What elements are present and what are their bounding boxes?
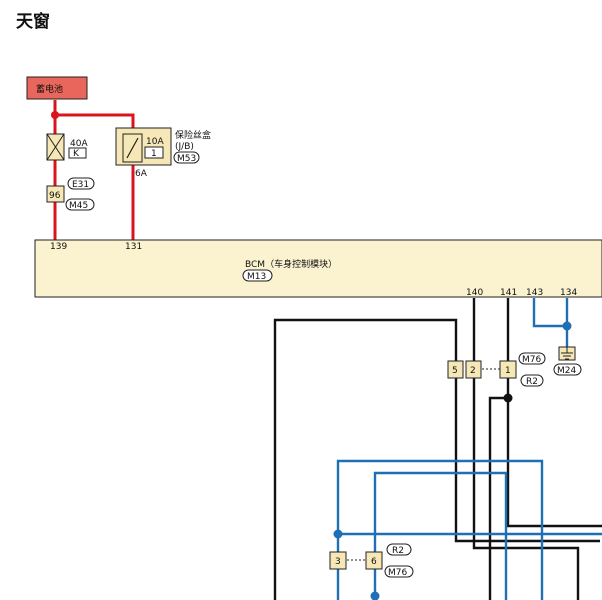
black-junction-dot (503, 393, 513, 403)
black-wires (273, 298, 602, 600)
fuse-box-connector: M53 (177, 154, 196, 164)
blue-junction-dot-top (562, 321, 572, 331)
fusible-link-id: K (73, 149, 80, 159)
bcm-pin-139: 139 (50, 242, 67, 252)
fuse-rating: 10A (146, 137, 164, 147)
blue-junction-dot-left (333, 529, 343, 539)
m76-lower-connector-a: R2 (392, 546, 404, 556)
bcm-label: BCM（车身控制模块） (245, 258, 337, 270)
fusible-link-rating: 40A (70, 139, 88, 149)
power-wires (53, 100, 135, 243)
connector-m76-lower: 3 6 R2 M76 (329, 543, 414, 578)
m76-upper-pin-2: 2 (470, 366, 476, 376)
wire-black-141-bottom (506, 378, 602, 528)
m76-lower-pin-3: 3 (335, 557, 341, 567)
m76-upper-connector-b: R2 (526, 377, 538, 387)
bcm-module: 139 131 BCM（车身控制模块） M13 140 141 143 134 (34, 239, 602, 298)
connector-label-e31: E31 (72, 180, 89, 190)
blue-junction-dot-bottom (370, 591, 380, 600)
wire-blue-143 (532, 298, 567, 328)
battery: 蓄电池 (26, 76, 88, 100)
bcm-pin-140: 140 (466, 288, 483, 298)
fuse-box: 10A 1 保险丝盒 (J/B) M53 6A (115, 127, 211, 179)
ground-connector: M24 (557, 366, 576, 376)
battery-label: 蓄电池 (36, 83, 63, 95)
fuse-number: 1 (151, 149, 157, 159)
fuse-terminal: 6A (135, 169, 148, 179)
fuse-box-label: 保险丝盒 (175, 129, 211, 141)
wire-red-right (55, 113, 135, 243)
wire-black-outer (273, 318, 600, 600)
ground-symbol: M24 (553, 346, 582, 376)
fusible-link: 40A K (46, 133, 88, 161)
wire-blue-inner (373, 471, 508, 600)
bcm-connector: M13 (247, 272, 266, 282)
connector-label-m45: M45 (69, 201, 88, 211)
m76-lower-pin-6: 6 (371, 557, 377, 567)
wire-black-branch (488, 396, 508, 600)
m76-lower-connector-b: M76 (388, 568, 407, 578)
bcm-pin-141: 141 (500, 288, 517, 298)
wire-black-140-bottom (472, 378, 580, 600)
m76-upper-pin-1: 1 (505, 366, 511, 376)
m76-upper-connector-a: M76 (522, 355, 541, 365)
inline-connector-pin: 96 (49, 191, 61, 201)
bcm-pin-131: 131 (125, 242, 142, 252)
wire-blue-outer (336, 459, 544, 600)
page-title: 天窗 (16, 11, 50, 32)
connector-m76-upper: 5 2 1 M76 R2 (447, 352, 546, 387)
fuse-box-sub: (J/B) (175, 142, 194, 152)
red-junction-dot (51, 111, 59, 119)
m76-upper-pin-5: 5 (452, 366, 458, 376)
bcm-pin-143: 143 (526, 288, 543, 298)
inline-connector-96: 96 E31 M45 (46, 177, 95, 211)
bcm-pin-134: 134 (560, 288, 577, 298)
